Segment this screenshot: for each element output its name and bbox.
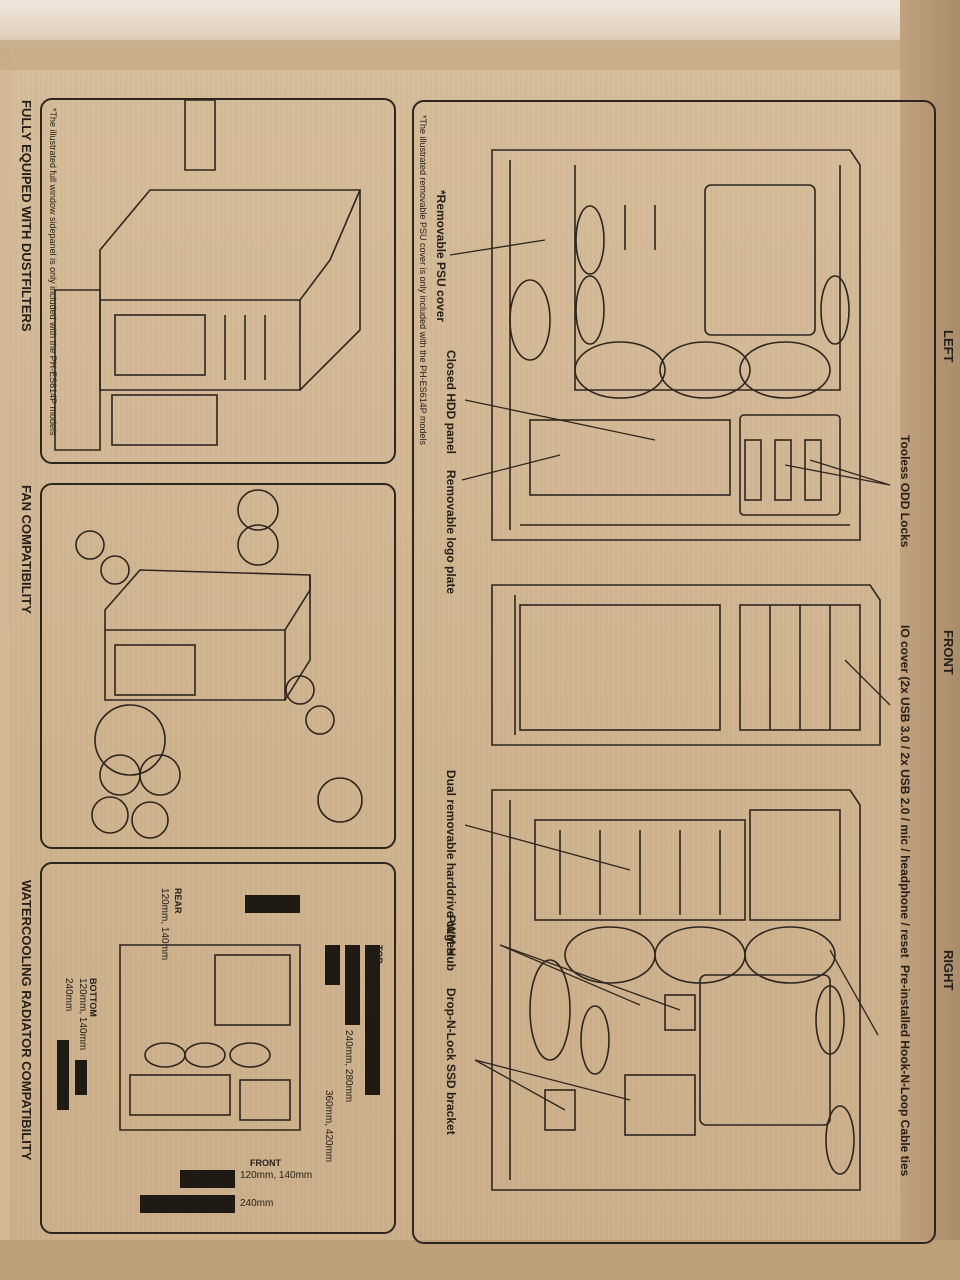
- rad-top-sizes-3: 360mm, 420mm: [323, 1090, 334, 1163]
- front-case-drawing: [491, 584, 881, 746]
- label-io-cover: IO cover (2x USB 3.0 / 2x USB 2.0 / mic …: [898, 625, 912, 958]
- rad-bottom-title: BOTTOM: [88, 978, 98, 1017]
- rad-bottom-sizes-2: 240mm: [63, 978, 74, 1012]
- radiator-bars: [57, 895, 380, 1213]
- rad-top-title: TOP: [374, 945, 384, 964]
- fan-panel: [40, 483, 396, 849]
- fan-compat-title: FAN COMPATIBILITY: [19, 485, 34, 614]
- label-odd-locks: Tooless ODD Locks: [898, 435, 912, 548]
- watercooling-title: WATERCOOLING RADIATOR COMPATIBILITY: [19, 880, 34, 1161]
- label-ssd-bracket: Drop-N-Lock SSD bracket: [444, 988, 458, 1135]
- label-hdd-panel: Closed HDD panel: [444, 350, 458, 455]
- rad-front-sizes-1: 120mm, 140mm: [240, 1170, 313, 1181]
- psu-footnote: *The illustrated removable PSU cover is …: [418, 115, 428, 445]
- tape-strip-top: [0, 40, 960, 70]
- left-heading: LEFT: [941, 330, 956, 363]
- main-diagram-panel: [412, 100, 936, 1244]
- rad-rear-title: REAR: [173, 888, 183, 914]
- fan-compat-case-drawing: [75, 489, 363, 839]
- rad-top-sizes-1: 120mm, 140mm: [363, 945, 374, 1018]
- front-heading: FRONT: [941, 630, 956, 675]
- right-side-case-drawing: [491, 789, 861, 1191]
- watercooling-panel: [40, 862, 396, 1234]
- dustfilter-panel: [40, 98, 396, 464]
- rad-front-sizes-2: 240mm: [240, 1198, 274, 1209]
- right-heading: RIGHT: [941, 950, 956, 991]
- box-edge-right: [900, 0, 960, 1280]
- left-side-case-drawing: [491, 149, 861, 541]
- label-pwm-hub: PWM Hub: [444, 915, 458, 971]
- rad-top-sizes-2: 240mm, 280mm: [343, 1030, 354, 1103]
- tape-strip-bottom: [0, 1240, 960, 1280]
- label-logo-plate: Removable logo plate: [444, 470, 458, 595]
- rad-front-title: FRONT: [250, 1158, 281, 1168]
- dustfilter-case-drawing: [54, 99, 362, 451]
- dustfilters-note: *The illustrated full window sidepanel i…: [48, 108, 58, 436]
- dustfilters-title: FULLY EQUIPED WITH DUSTFILTERS: [19, 100, 34, 332]
- rad-rear-sizes: 120mm, 140mm: [159, 888, 170, 961]
- watercooling-case-drawing: [119, 944, 301, 1131]
- leader-lines: [449, 239, 891, 1111]
- cardboard-box-side: [10, 46, 940, 1266]
- rad-bottom-sizes-1: 120mm, 140mm: [77, 978, 88, 1051]
- label-psu-cover: *Removable PSU cover: [434, 190, 448, 323]
- label-hook-n-loop: Pre-installed Hook-N-Loop Cable ties: [898, 965, 912, 1177]
